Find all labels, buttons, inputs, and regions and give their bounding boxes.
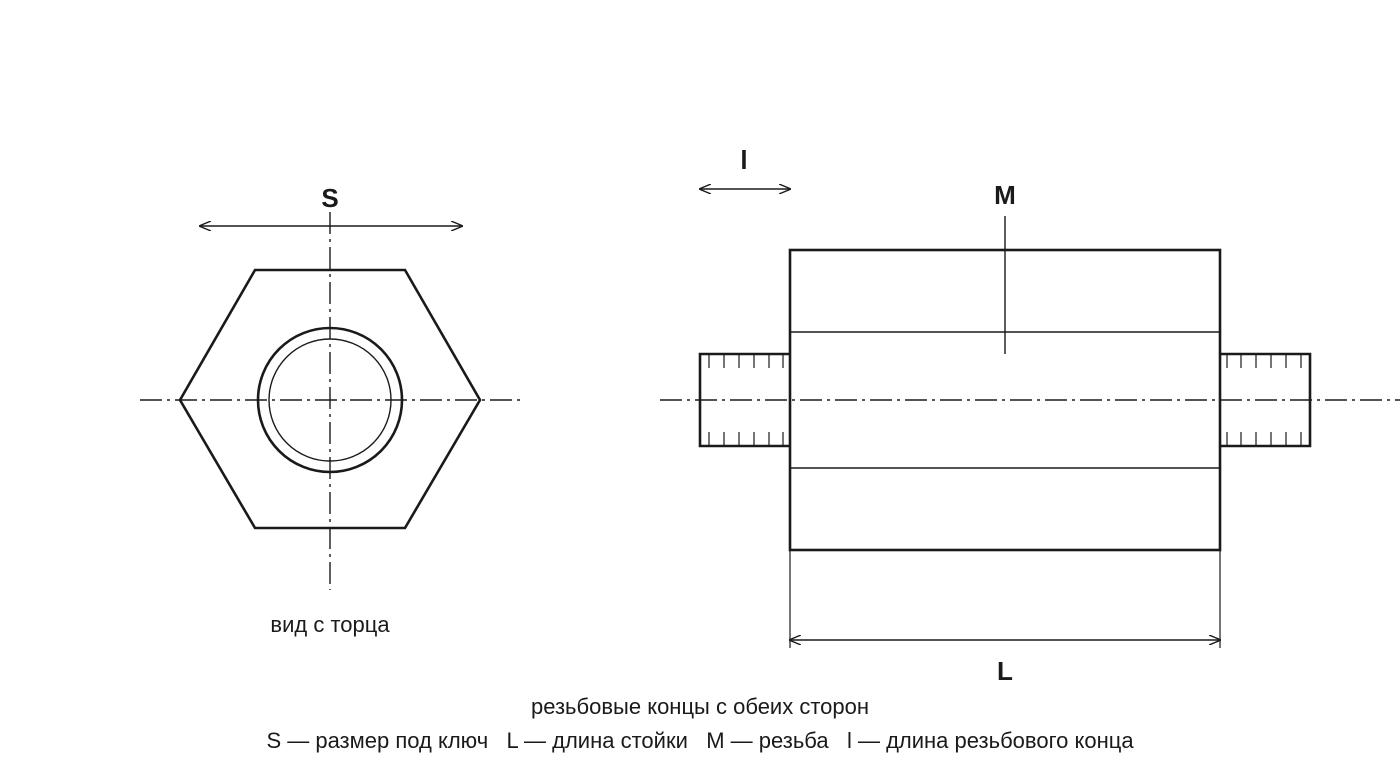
s-label: S xyxy=(321,183,338,213)
end-view: S вид с торца xyxy=(140,183,522,637)
right-thread-marks xyxy=(1226,354,1302,446)
l-small-label: l xyxy=(740,145,747,175)
l-big-label: L xyxy=(997,656,1013,686)
m-label: M xyxy=(994,180,1016,210)
left-thread-marks xyxy=(708,354,784,446)
end-view-caption: вид с торца xyxy=(270,612,390,637)
threaded-ends-note: резьбовые концы с обеих сторон xyxy=(531,694,869,719)
legend-line: S — размер под ключ L — длина стойки M —… xyxy=(266,728,1134,753)
side-view: l M L xyxy=(660,145,1400,686)
hexagon-outline xyxy=(178,268,482,530)
